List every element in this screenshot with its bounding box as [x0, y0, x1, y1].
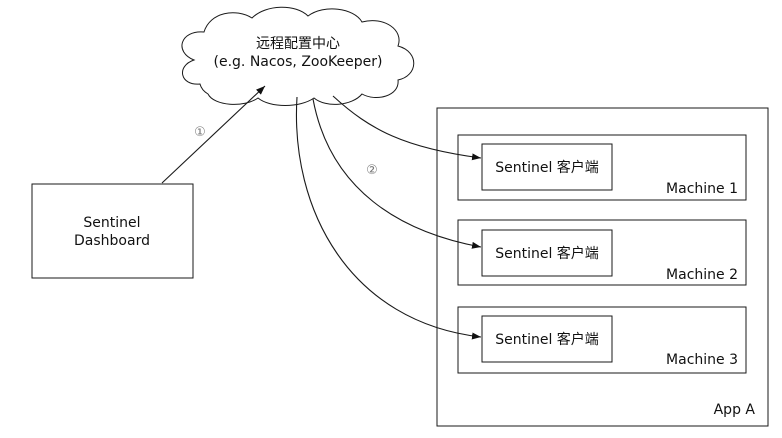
- dashboard-box: [31, 183, 194, 279]
- machine-1-client-box: [481, 143, 613, 191]
- config-center-title: 远程配置中心: [256, 36, 340, 52]
- step-2-label: ②: [366, 163, 378, 178]
- machine-2-client-label: Sentinel 客户端: [495, 245, 599, 262]
- machine-1: Sentinel 客户端 Machine 1: [457, 134, 747, 201]
- machine-3-label: Machine 3: [666, 352, 738, 368]
- machine-2: Sentinel 客户端 Machine 2: [457, 219, 747, 286]
- machine-3-client-label: Sentinel 客户端: [495, 331, 599, 348]
- pull-arrow-machine-1: [332, 95, 482, 161]
- pull-arrow-machine-2: [312, 98, 482, 249]
- config-center-cloud: 远程配置中心 (e.g. Nacos, ZooKeeper): [181, 6, 415, 106]
- step-1-label: ①: [194, 125, 206, 140]
- machine-1-client-label: Sentinel 客户端: [495, 159, 599, 176]
- machine-2-client-box: [481, 229, 613, 277]
- config-center-subtitle: (e.g. Nacos, ZooKeeper): [214, 54, 383, 70]
- dashboard-label-line2: Dashboard: [74, 233, 150, 249]
- cloud-shape: [181, 6, 415, 106]
- dashboard-label-line1: Sentinel: [83, 215, 140, 231]
- sentinel-dashboard: Sentinel Dashboard: [31, 183, 194, 279]
- app-label: App A: [714, 402, 756, 418]
- machine-1-label: Machine 1: [666, 181, 738, 197]
- push-arrow: [161, 85, 266, 184]
- machine-2-label: Machine 2: [666, 267, 738, 283]
- machine-3: Sentinel 客户端 Machine 3: [457, 306, 747, 374]
- pull-arrow-machine-3: [295, 96, 482, 340]
- machine-3-client-box: [481, 315, 613, 363]
